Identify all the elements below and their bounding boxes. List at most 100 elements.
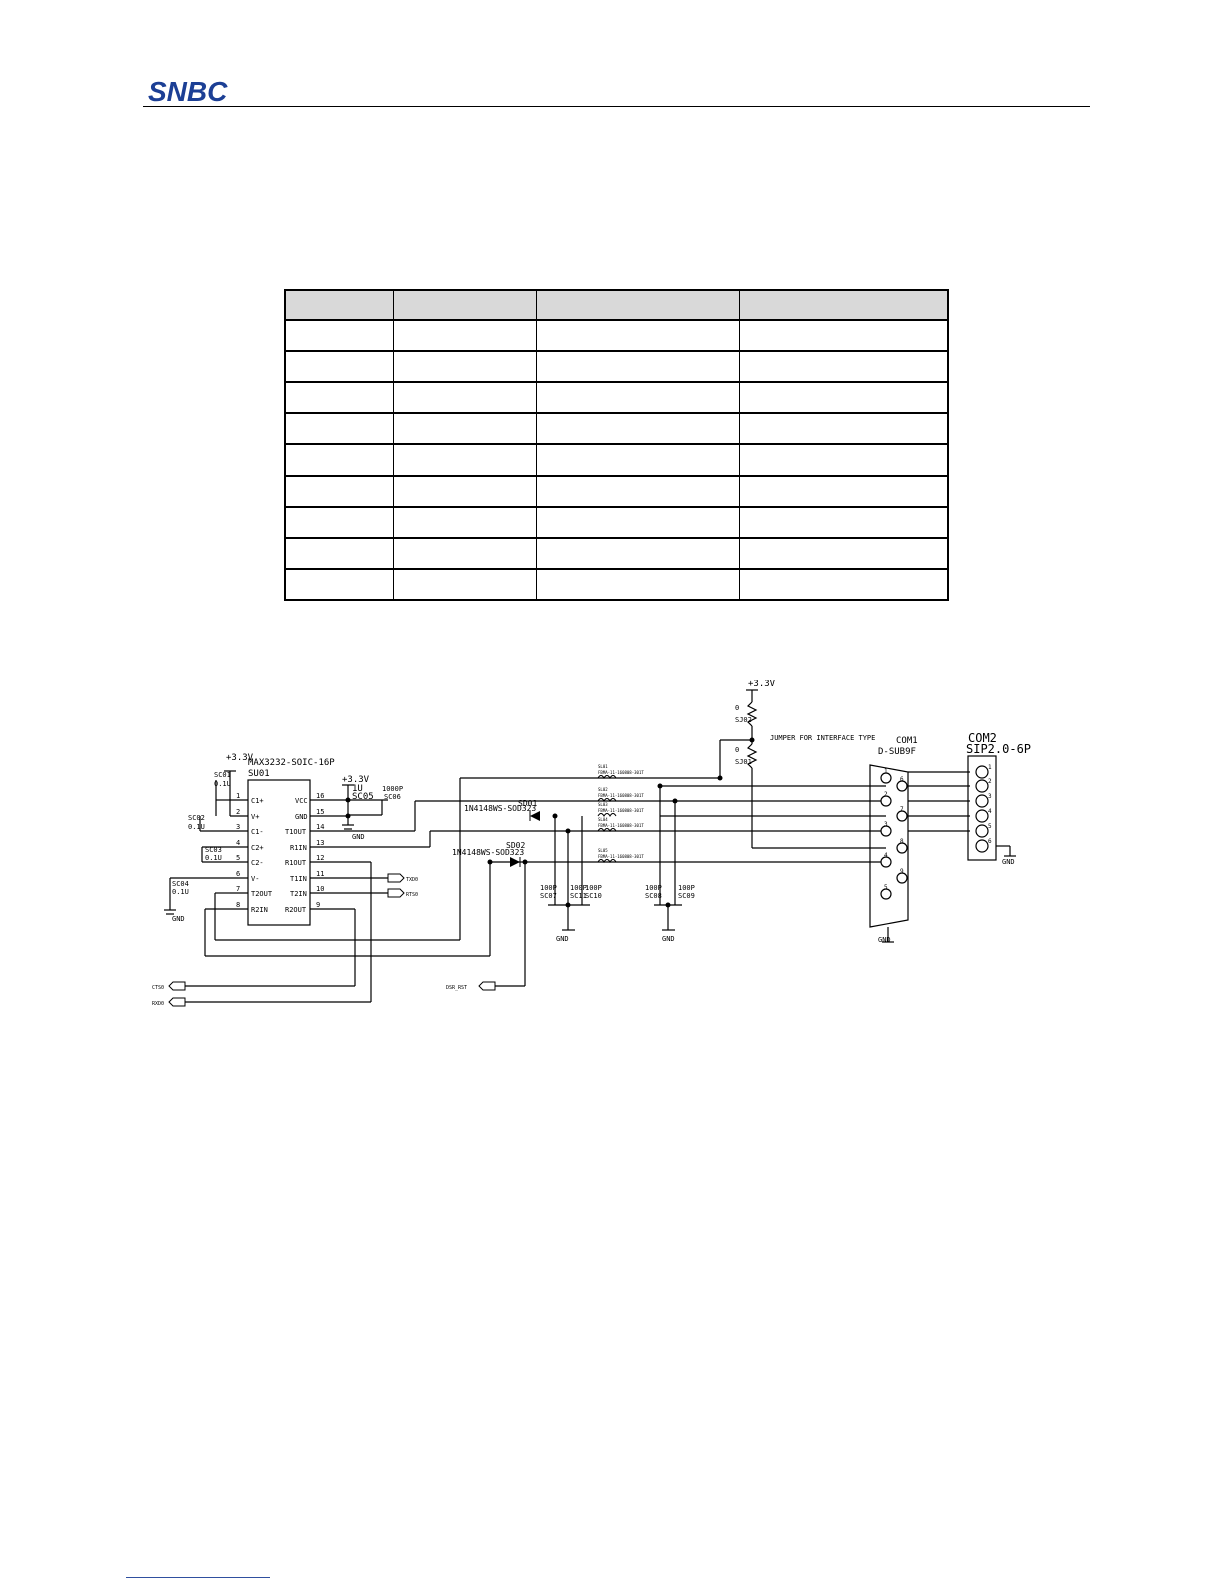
pin-number: 5 [988, 823, 992, 830]
ferrite-ref: SL03 [598, 802, 608, 807]
cap-ref: SC07 [540, 892, 557, 900]
pin-number: 9 [316, 901, 320, 909]
pin-number: 8 [236, 901, 240, 909]
cap-ref: SC09 [678, 892, 695, 900]
cap-ref: SC11 [570, 892, 587, 900]
ic-ref-label: SU01 [248, 769, 270, 779]
pin-number: 11 [316, 870, 324, 878]
ic-right-pin-labels: 16 VCC 15 GND 14 T1OUT 13 R1IN 12 R1OUT … [285, 792, 324, 914]
cap-value: 100P [645, 884, 662, 892]
ferrite-symbols [597, 775, 617, 863]
pin-name: C1- [251, 828, 264, 836]
table-cell [738, 319, 949, 353]
gnd-label: GND [878, 936, 891, 944]
table-cell [284, 506, 394, 539]
table-cell [392, 443, 538, 477]
diode-sd01-icon [530, 811, 540, 821]
ic-power-label: +3.3V [226, 753, 254, 763]
table-cell [392, 506, 538, 539]
table-cell [738, 537, 949, 570]
cap-ref: SC05 [352, 792, 374, 802]
pin-number: 6 [236, 870, 240, 878]
pin-number: 3 [884, 821, 888, 828]
cap-ref: SC10 [585, 892, 602, 900]
cap-ref: SC04 [172, 880, 189, 888]
table-cell [284, 537, 394, 570]
net-label: RXD0 [152, 1001, 164, 1007]
pin-name: V- [251, 875, 259, 883]
table-cell [738, 381, 949, 415]
table-cell [536, 381, 740, 415]
jumper-power-label: +3.3V [748, 680, 776, 689]
logo-text: SNBC [148, 76, 228, 104]
pin-name: T2IN [290, 890, 307, 898]
table-cell [392, 475, 538, 508]
pin-number: 1 [236, 792, 240, 800]
resistor-ref: SJ02 [735, 716, 752, 724]
rs232-schematic: MAX3232-SOIC-16P SU01 +3.3V +3.3V +3.3V … [152, 680, 1031, 1007]
table-row [284, 506, 949, 539]
com1-ref-label: COM1 [896, 736, 918, 746]
pin-name: T1OUT [285, 828, 307, 836]
diode-part: 1N4148WS-SOD323 [452, 848, 524, 857]
pin-number: 16 [316, 792, 324, 800]
gnd-label: GND [662, 935, 675, 943]
ferrite-part: FBMA-11-160808-301T [598, 854, 644, 859]
pin-number: 4 [236, 839, 240, 847]
table-cell [738, 506, 949, 539]
com1-dsub9-shell [869, 764, 909, 928]
resistor-value: 0 [735, 746, 739, 754]
pin-number: 15 [316, 808, 324, 816]
pin-name: R2OUT [285, 906, 307, 914]
gnd-label: GND [352, 833, 365, 841]
pin-number: 2 [988, 778, 992, 785]
table-header-row [284, 289, 949, 321]
pin-definition-table [284, 289, 949, 602]
diode-labels: SD01 1N4148WS-SOD323 SD02 1N4148WS-SOD32… [452, 799, 537, 857]
table-cell [536, 412, 740, 446]
pin-number: 14 [316, 823, 324, 831]
pin-number: 4 [988, 808, 992, 815]
cap-ref: SC06 [384, 793, 401, 801]
resistor-labels: 0 SJ02 0 SJ01 [735, 704, 752, 766]
connector-pins [880, 765, 989, 900]
com2-part-label: SIP2.0-6P [966, 742, 1031, 756]
table-cell [284, 350, 394, 384]
net-label: RTS0 [406, 892, 418, 898]
ferrite-sl03-icon [597, 813, 617, 817]
table-row [284, 475, 949, 508]
cap-power-label: +3.3V [342, 775, 370, 785]
table-cell [284, 568, 394, 602]
ic-left-pin-labels: 1 C1+ 2 V+ 3 C1- 4 C2+ 5 C2- 6 V- 7 T2OU… [236, 792, 273, 914]
ferrite-ref: SL05 [598, 848, 608, 853]
table-header-cell [536, 289, 740, 321]
net-label: DSR_RST [446, 985, 467, 991]
max3232-ic-body [247, 779, 311, 926]
pin-number: 10 [316, 885, 324, 893]
diode-ref: SD02 [506, 841, 525, 850]
ferrite-sl04-icon [597, 828, 617, 832]
pin-number: 1 [988, 764, 992, 771]
pin-name: R1IN [290, 844, 307, 852]
pin-name: T2OUT [251, 890, 273, 898]
gnd-label: GND [172, 915, 185, 923]
pin-number: 3 [236, 823, 240, 831]
pin-name: T1IN [290, 875, 307, 883]
cap-value: 100P [678, 884, 695, 892]
gnd-label: GND [556, 935, 569, 943]
pin-number: 9 [900, 868, 904, 875]
table-cell [738, 412, 949, 446]
table-cell [284, 443, 394, 477]
pin-number: 6 [988, 838, 992, 845]
jumper-note: JUMPER FOR INTERFACE TYPE [770, 734, 875, 742]
junction-dots [345, 737, 755, 908]
pin-number: 2 [884, 791, 888, 798]
table-cell [536, 506, 740, 539]
pin-number: 1 [884, 768, 888, 775]
table-row [284, 537, 949, 570]
table-cell [536, 568, 740, 602]
pin-number: 3 [988, 793, 992, 800]
com1-part-label: D-SUB9F [878, 747, 916, 757]
com2-ref-label: COM2 [968, 731, 997, 745]
table-cell [536, 537, 740, 570]
